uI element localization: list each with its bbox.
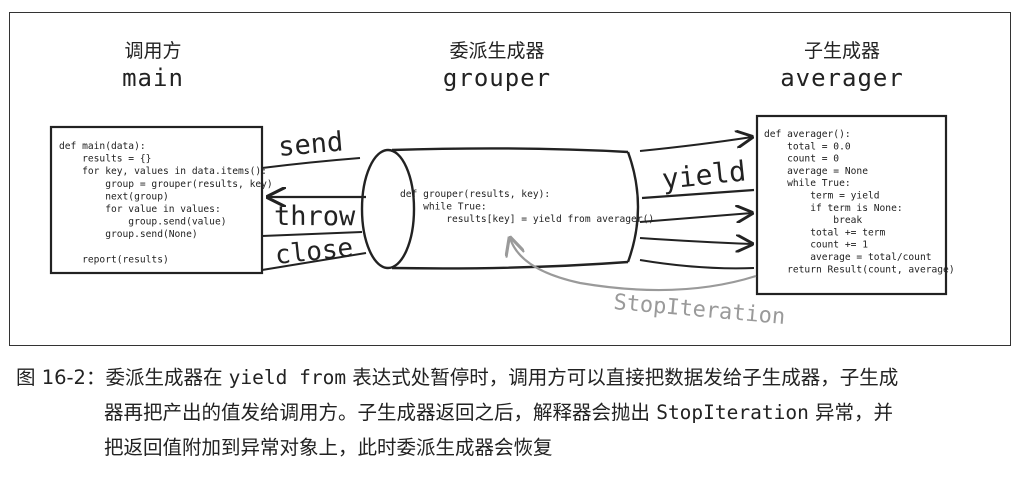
averager-code-line: average = None: [764, 166, 868, 177]
averager-title-cn: 子生成器: [804, 40, 880, 62]
return-from-averager-line: [639, 259, 755, 270]
averager-title-code: averager: [780, 64, 904, 92]
averager-code-line: def averager():: [764, 129, 851, 140]
caption-line-1-suffix: 表达式处暂停时，调用方可以直接把数据发给子生成器，子生成: [346, 366, 899, 389]
main-code-line: report(results): [59, 254, 169, 265]
caption-code-yield-from: yield from: [228, 366, 347, 389]
throw-label: throw: [274, 201, 356, 232]
yield-label: yield: [660, 154, 747, 196]
averager-code-line: while True:: [764, 178, 851, 189]
caption-line-3: 把返回值附加到异常对象上，此时委派生成器会恢复: [104, 436, 553, 459]
throw-to-averager-arrow: [639, 213, 752, 222]
main-code-line: group = grouper(results, key): [59, 179, 273, 190]
caption-line-1: 图 16-2：委派生成器在 yield from 表达式处暂停时，调用方可以直接…: [16, 360, 1011, 395]
main-code-box: [49, 125, 264, 275]
caption-line-1-prefix: 图 16-2：委派生成器在: [16, 366, 229, 389]
grouper-code-line: results[key] = yield from averager(): [400, 214, 654, 225]
main-code-line: def main(data):: [59, 141, 146, 152]
main-code-listing: def main(data): results = {} for key, va…: [59, 141, 273, 265]
close-to-averager-arrow: [639, 238, 752, 244]
grouper-code-line: def grouper(results, key):: [400, 189, 550, 200]
averager-code-line: return Result(count, average): [764, 264, 955, 275]
caption-line-2-prefix: 器再把产出的值发给调用方。子生成器返回之后，解释器会抛出: [104, 401, 657, 424]
figure-frame: [9, 12, 1011, 346]
grouper-title-cn: 委派生成器: [449, 40, 544, 62]
averager-code-line: count += 1: [764, 240, 868, 251]
averager-code-line: total += term: [764, 227, 886, 238]
main-code-line: next(group): [59, 191, 169, 202]
main-code-line: for value in values:: [59, 204, 221, 215]
grouper-code-listing: def grouper(results, key): while True: r…: [400, 189, 654, 225]
caption-line-2: 器再把产出的值发给调用方。子生成器返回之后，解释器会抛出 StopIterati…: [16, 395, 1011, 430]
averager-code-line: total = 0.0: [764, 141, 851, 152]
throw-arrow: [261, 231, 363, 237]
diagram: 调用方 main 委派生成器 grouper 子生成器 averager def…: [49, 40, 955, 330]
main-code-line: for key, values in data.items():: [59, 166, 267, 177]
caption-code-stopiteration: StopIteration: [656, 401, 809, 424]
caption-line-2-suffix: 异常，并: [808, 401, 894, 424]
stopiteration-label: StopIteration: [612, 290, 786, 330]
averager-code-line: break: [764, 215, 862, 226]
averager-code-line: count = 0: [764, 154, 839, 165]
send-label: send: [277, 126, 344, 163]
send-to-averager-arrow: [639, 137, 752, 152]
averager-code-line: term = yield: [764, 191, 880, 202]
stopiteration-arrow: [510, 238, 757, 292]
grouper-code-line: while True:: [400, 202, 487, 213]
figure-caption: 图 16-2：委派生成器在 yield from 表达式处暂停时，调用方可以直接…: [16, 360, 1011, 465]
averager-code-box: [755, 114, 948, 296]
close-label: close: [274, 233, 355, 271]
main-code-line: results = {}: [59, 154, 151, 165]
send-arrow: [261, 157, 361, 169]
main-code-line: group.send(None): [59, 229, 198, 240]
main-title-code: main: [122, 64, 184, 92]
averager-code-listing: def averager(): total = 0.0 count = 0 av…: [764, 129, 955, 275]
averager-code-line: average = total/count: [764, 252, 932, 263]
averager-code-line: if term is None:: [764, 203, 903, 214]
grouper-tube: [360, 147, 640, 270]
grouper-title-code: grouper: [443, 64, 551, 92]
main-title-cn: 调用方: [124, 40, 181, 62]
close-arrow: [261, 252, 367, 271]
main-code-line: group.send(value): [59, 217, 227, 228]
yield-from-averager-arrow: [641, 188, 755, 200]
